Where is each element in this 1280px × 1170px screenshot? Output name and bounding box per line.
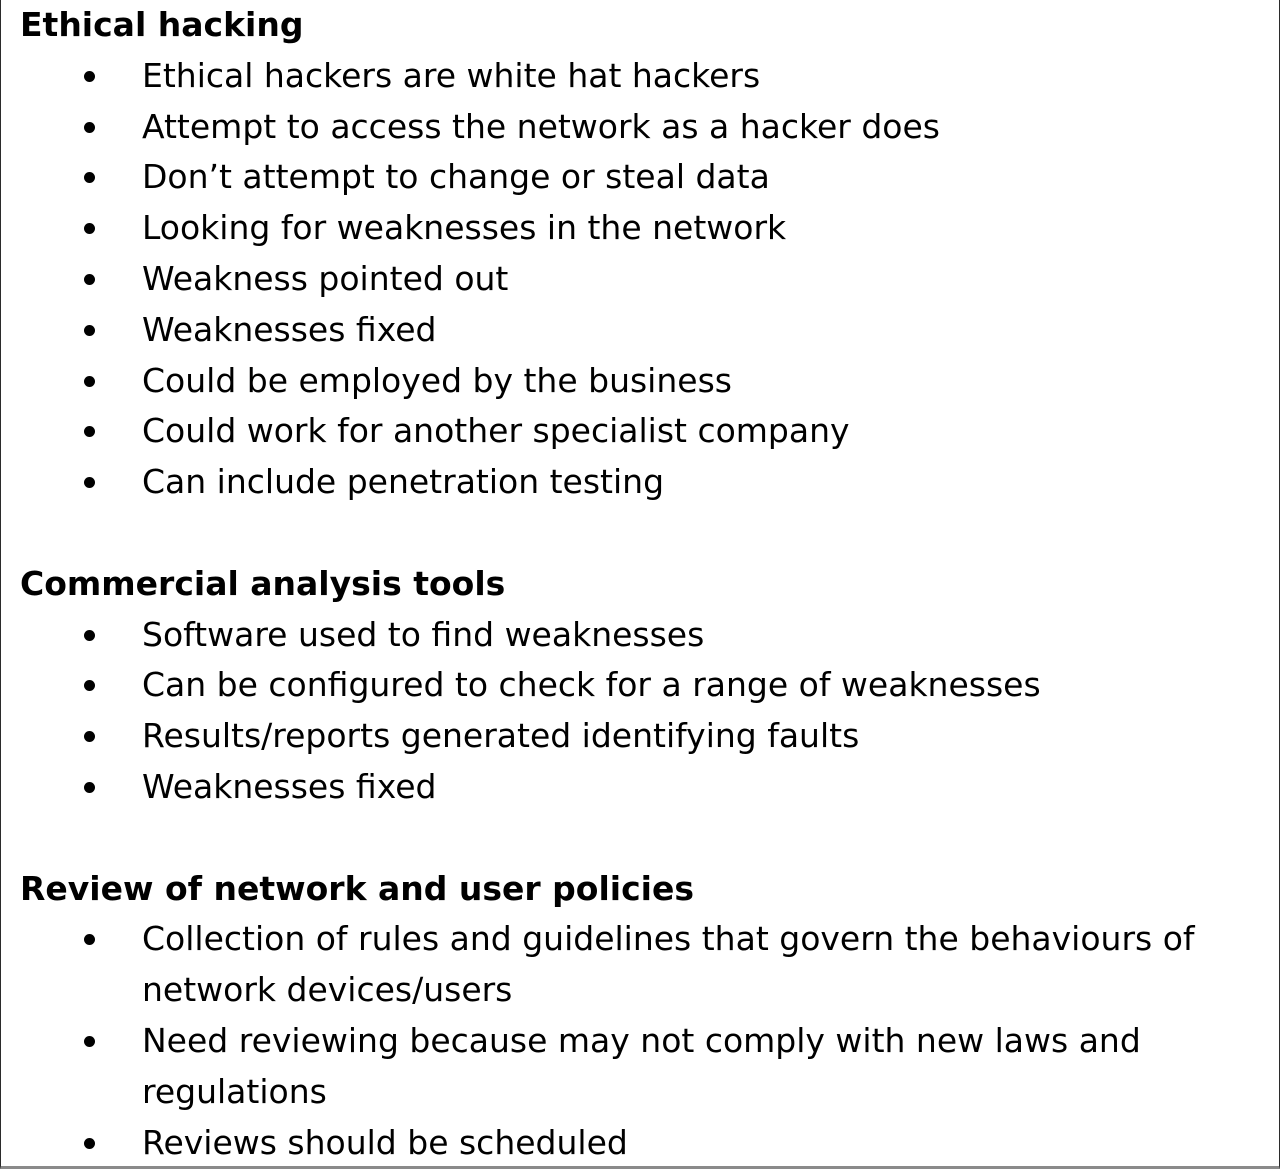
- list-item: Ethical hackers are white hat hackers: [20, 51, 1265, 102]
- list-item: Can include penetration testing: [20, 457, 1265, 508]
- section-review-of-policies: Review of network and user policies Coll…: [20, 864, 1265, 1169]
- section-ethical-hacking: Ethical hacking Ethical hackers are whit…: [20, 0, 1265, 508]
- list-item-text: Could work for another specialist compan…: [142, 411, 850, 451]
- list-item-text: Weaknesses fixed: [142, 766, 437, 806]
- list-item-text: Looking for weaknesses in the network: [142, 208, 787, 248]
- list-item: Reviews should be scheduled: [20, 1118, 1265, 1169]
- list-item: Weakness pointed out: [20, 254, 1265, 305]
- list-item: Need reviewing because may not comply wi…: [20, 1016, 1265, 1118]
- bullet-icon: [84, 477, 95, 489]
- list-item-text: Reviews should be scheduled: [142, 1122, 628, 1162]
- section-heading: Ethical hacking: [20, 5, 304, 44]
- bullet-icon: [84, 172, 95, 184]
- list-item: Could be employed by the business: [20, 356, 1265, 407]
- bullet-icon: [84, 629, 95, 641]
- bullet-list: Collection of rules and guidelines that …: [20, 914, 1265, 1168]
- bullet-icon: [84, 375, 95, 387]
- list-item-text: Software used to find weaknesses: [142, 614, 705, 654]
- list-item-text: Need reviewing because may not comply wi…: [142, 1020, 1141, 1111]
- list-item: Attempt to access the network as a hacke…: [20, 102, 1265, 153]
- list-item-text: Ethical hackers are white hat hackers: [142, 55, 761, 95]
- list-item-text: Collection of rules and guidelines that …: [142, 919, 1195, 1010]
- list-item-text: Attempt to access the network as a hacke…: [142, 106, 940, 146]
- list-item: Software used to find weaknesses: [20, 610, 1265, 661]
- bullet-icon: [84, 121, 95, 133]
- list-item: Results/reports generated identifying fa…: [20, 711, 1265, 762]
- bullet-icon: [84, 70, 95, 82]
- section-heading: Commercial analysis tools: [20, 563, 506, 603]
- bullet-icon: [84, 1137, 95, 1149]
- section-commercial-analysis-tools: Commercial analysis tools Software used …: [20, 559, 1265, 813]
- list-item: Collection of rules and guidelines that …: [20, 914, 1265, 1016]
- bullet-list: Software used to find weaknesses Can be …: [20, 610, 1265, 813]
- bullet-icon: [84, 680, 95, 692]
- bullet-icon: [84, 223, 95, 235]
- list-item: Don’t attempt to change or steal data: [20, 152, 1265, 203]
- bullet-icon: [84, 934, 95, 946]
- bullet-icon: [84, 426, 95, 438]
- list-item-text: Don’t attempt to change or steal data: [142, 157, 770, 197]
- list-item-text: Could be employed by the business: [142, 360, 732, 400]
- list-item-text: Weaknesses fixed: [142, 309, 437, 349]
- bullet-icon: [84, 324, 95, 336]
- list-item: Can be configured to check for a range o…: [20, 660, 1265, 711]
- bullet-icon: [84, 781, 95, 793]
- bullet-icon: [84, 1035, 95, 1047]
- bullet-list: Ethical hackers are white hat hackers At…: [20, 51, 1265, 508]
- bullet-icon: [84, 731, 95, 743]
- list-item-text: Can be configured to check for a range o…: [142, 665, 1041, 705]
- list-item-text: Can include penetration testing: [142, 462, 665, 502]
- document-body: Ethical hacking Ethical hackers are whit…: [20, 0, 1265, 1168]
- list-item-text: Results/reports generated identifying fa…: [142, 716, 860, 756]
- section-heading: Review of network and user policies: [20, 868, 694, 908]
- list-item: Weaknesses fixed: [20, 305, 1265, 356]
- bullet-icon: [84, 273, 95, 285]
- list-item: Could work for another specialist compan…: [20, 406, 1265, 457]
- list-item-text: Weakness pointed out: [142, 258, 509, 298]
- list-item: Weaknesses fixed: [20, 762, 1265, 813]
- list-item: Looking for weaknesses in the network: [20, 203, 1265, 254]
